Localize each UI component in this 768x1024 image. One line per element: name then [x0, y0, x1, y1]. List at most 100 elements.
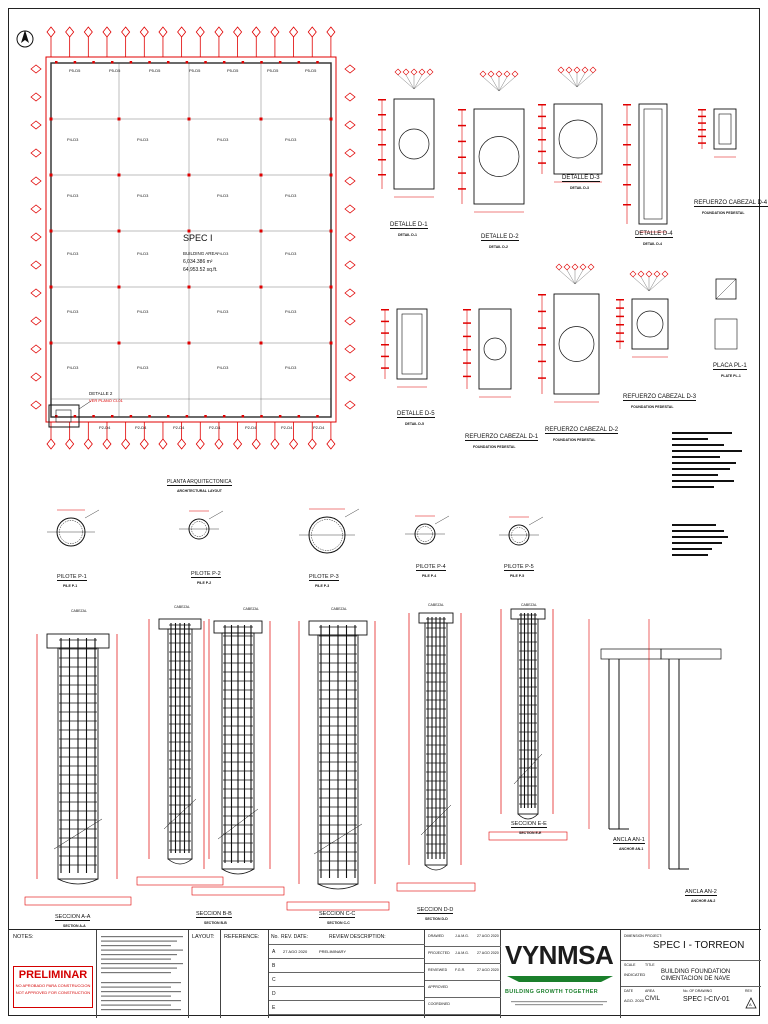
plan-pile-tag-mid: P4-D3	[217, 309, 229, 314]
plan-pile-tag-mid: P4-D3	[285, 365, 297, 370]
section-subtitle-1: SECTION A-A	[63, 924, 86, 928]
detail-title-8: REFUERZO CABEZAL D-2	[545, 427, 619, 434]
detail-title-9: REFUERZO CABEZAL D-3	[623, 394, 697, 401]
detail-title-1: DETALLE D-1	[390, 222, 428, 229]
drawing-area	[16, 26, 742, 911]
prelim-line-1: NO APROBADO PARA CONSTRUCCION	[15, 983, 91, 988]
logo-wordmark: VYNMSA	[505, 940, 614, 970]
reference-label: REFERENCE:	[224, 934, 260, 940]
plan-pile-tag-mid: P4-D3	[137, 137, 149, 142]
sign-row-date: 27 AGO 2020	[477, 951, 499, 955]
detail-2-callout: DETALLE 2	[89, 391, 113, 396]
rev-row-desc: PRELIMINARY	[319, 949, 347, 954]
date-value: AGO. 2020	[624, 998, 645, 1003]
section-drawings	[24, 608, 568, 911]
project-name: SPEC I - TORREON	[653, 940, 745, 951]
sign-row-name: J.A.M.G.	[455, 951, 469, 955]
plan-pile-tag-mid: P4-D3	[67, 193, 79, 198]
section-subtitle-3: SECTION C-C	[327, 921, 350, 925]
detail-subtitle-8: FOUNDATION PEDESTAL	[553, 438, 596, 442]
detail-title-4: DETALLE D-4	[635, 231, 673, 238]
plan-pile-tag-mid: P4-D3	[67, 251, 79, 256]
plan-spec-title: SPEC I	[183, 233, 213, 243]
plan-pile-tag-top: P5-D5	[109, 68, 121, 73]
reference-cell: REFERENCE:	[221, 930, 269, 1018]
plan-pile-tag-mid: P4-D3	[67, 137, 79, 142]
plan-pile-tag-mid: P4-D3	[137, 309, 149, 314]
layout-label: LAYOUT:	[192, 934, 215, 940]
section-title-1: SECCION A-A	[55, 914, 91, 921]
title-line-2: CIMENTACION DE NAVE	[661, 976, 731, 982]
detail-title-6: DETALLE D-5	[397, 411, 435, 418]
detail-subtitle-6: DETAIL D-5	[405, 422, 424, 426]
scale-label: SCALE	[624, 963, 636, 967]
plan-area-sqft: 64,953.52 sq.ft.	[183, 267, 218, 273]
sign-row-role: APPROVED	[428, 985, 448, 989]
anchor-subtitle-1: ANCHOR AN-1	[619, 847, 644, 851]
detail-subtitle-7: FOUNDATION PEDESTAL	[473, 445, 516, 449]
plan-pile-tag-mid: P4-D3	[217, 365, 229, 370]
rev-triangle-icon	[745, 997, 757, 1009]
pile-subtitle-1: PILE P-1	[63, 584, 78, 588]
section-subtitle-5: SECTION E-E	[519, 831, 542, 835]
plan-pile-tag-top: P5-D5	[69, 68, 81, 73]
pile-drawings	[47, 508, 544, 554]
plan-pile-tag-bottom: P2-D4	[173, 425, 185, 430]
rev-value: A	[749, 1002, 752, 1007]
plan-area-label: BUILDING AREA	[183, 251, 218, 256]
rev-row-no: E	[272, 1005, 276, 1011]
title-line-1: BUILDING FOUNDATION	[661, 969, 731, 975]
detail-subtitle-1: DETAIL D-1	[398, 233, 417, 237]
plan-pile-tag-mid: P4-D3	[285, 251, 297, 256]
plan-pile-tag-mid: P4-D3	[137, 193, 149, 198]
plan-pile-tag-bottom: P2-D4	[313, 425, 325, 430]
cabezal-label-2: CABEZAL	[174, 605, 190, 609]
sign-row-role: REVIEWED	[428, 968, 448, 972]
plan-pile-tag-top: P5-D5	[189, 68, 201, 73]
cabezal-label-1: CABEZAL	[71, 609, 87, 613]
sign-row-role: COORDINED	[428, 1002, 450, 1006]
section-title-5: SECCION E-E	[511, 821, 547, 828]
preliminary-stamp: PRELIMINAR NO APROBADO PARA CONSTRUCCION…	[13, 966, 93, 1008]
sign-row-date: 27 AGO 2020	[477, 934, 499, 938]
plan-pile-tag-mid: P4-D3	[67, 309, 79, 314]
disclaimer-text-marks	[101, 936, 183, 1011]
prelim-line-2: NOT APPROVED FOR CONSTRUCTION	[15, 990, 91, 995]
scale-value: INDICATED	[624, 972, 646, 977]
cabezal-label-3: CABEZAL	[243, 607, 259, 611]
project-label: PROJECT:	[645, 934, 662, 938]
pile-subtitle-5: PILE P-5	[510, 574, 525, 578]
plan-subtitle: ARCHITECTURAL LAYOUT	[177, 489, 222, 493]
plan-pile-tag-bottom: P2-D4	[99, 425, 111, 430]
detail-subtitle-5: FOUNDATION PEDESTAL	[702, 211, 745, 215]
project-info-cell: DIMENSION PROJECT: SPEC I - TORREON SCAL…	[621, 930, 761, 1018]
sign-row-role: DRAWED	[428, 934, 444, 938]
plan-pile-tag-bottom: P2-D4	[281, 425, 293, 430]
pile-subtitle-3: PILE P-3	[315, 584, 330, 588]
plan-title: PLANTA ARQUITECTONICA	[167, 479, 232, 486]
rev-no-label: No.	[271, 934, 279, 940]
plan-pile-tag-mid: P4-D3	[285, 193, 297, 198]
rev-label: REV	[745, 989, 753, 993]
plan-pile-tag-bottom: P2-D4	[209, 425, 221, 430]
review-desc-label: REVIEW DESCRIPTION:	[329, 934, 386, 940]
plan-pile-tag-mid: P4-D3	[67, 365, 79, 370]
plan-pile-tag-top: P5-D5	[149, 68, 161, 73]
pile-title-3: PILOTE P-3	[309, 574, 339, 581]
plan-pile-tag-mid: P4-D3	[137, 365, 149, 370]
legend-notes-marks	[672, 432, 742, 556]
detail-subtitle-9: FOUNDATION PEDESTAL	[631, 405, 674, 409]
logo-cell: VYNMSA BUILDING GROWTH TOGETHER	[501, 930, 621, 1018]
north-arrow-icon	[16, 30, 34, 48]
plan-pile-tag-top: P5-D5	[267, 68, 279, 73]
logo-swoosh-icon	[507, 976, 613, 982]
section-title-3: SECCION C-C	[319, 911, 356, 918]
detail-title-10: PLACA PL-1	[713, 363, 747, 370]
anchor-drawings	[588, 619, 722, 870]
area-value: CIVIL	[645, 996, 661, 1002]
sign-row-name: F.G.R.	[455, 968, 466, 972]
plan-area-m2: 6,034.386 m²	[183, 259, 213, 265]
prelim-title: PRELIMINAR	[18, 969, 88, 981]
pile-subtitle-4: PILE P-4	[422, 574, 437, 578]
pile-subtitle-2: PILE P-2	[197, 581, 212, 585]
